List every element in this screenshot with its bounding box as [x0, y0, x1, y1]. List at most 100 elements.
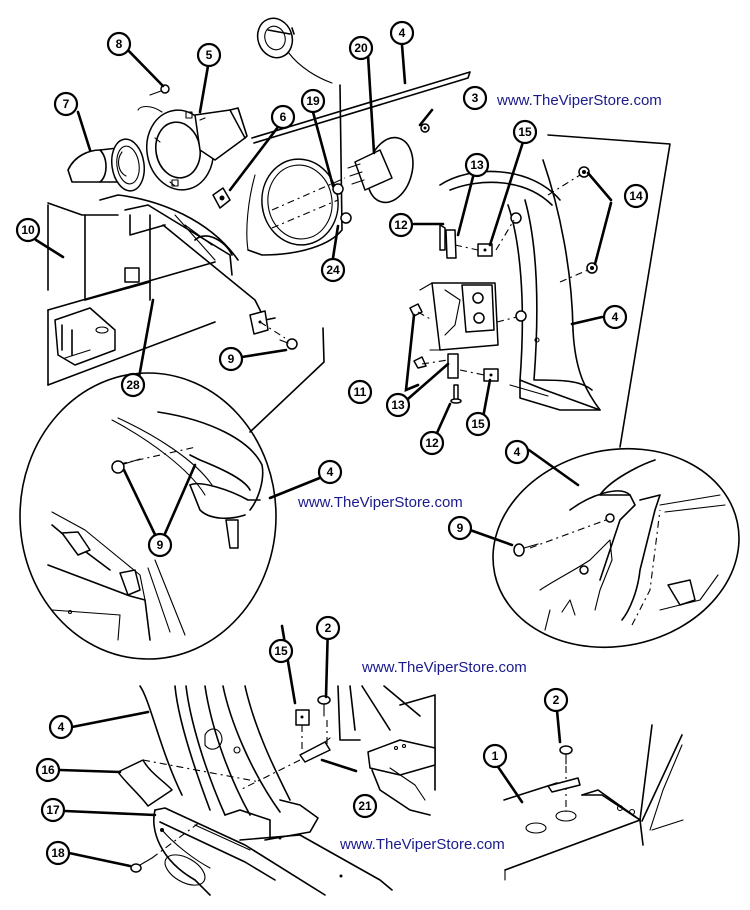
- svg-text:8: 8: [116, 37, 123, 51]
- callout-18[interactable]: 18: [45, 840, 71, 866]
- callout-9[interactable]: 9: [147, 532, 173, 558]
- svg-text:9: 9: [157, 538, 164, 552]
- callout-10[interactable]: 10: [15, 217, 41, 243]
- callout-17[interactable]: 17: [40, 797, 66, 823]
- svg-text:18: 18: [51, 846, 65, 860]
- callout-14[interactable]: 14: [623, 183, 649, 209]
- callout-21[interactable]: 21: [352, 793, 378, 819]
- callout-8[interactable]: 8: [106, 31, 132, 57]
- quarter-panel-4-upper: [246, 71, 471, 256]
- callout-20[interactable]: 20: [348, 35, 374, 61]
- callout-12[interactable]: 12: [388, 212, 414, 238]
- svg-text:19: 19: [306, 94, 320, 108]
- callout-24[interactable]: 24: [320, 257, 346, 283]
- detail-view-right: [492, 447, 740, 649]
- callout-2[interactable]: 2: [543, 687, 569, 713]
- svg-text:24: 24: [326, 263, 340, 277]
- svg-text:9: 9: [228, 352, 235, 366]
- svg-text:12: 12: [394, 218, 408, 232]
- fuel-door-opening: [261, 158, 352, 246]
- callout-4[interactable]: 4: [602, 304, 628, 330]
- callout-4[interactable]: 4: [389, 20, 415, 46]
- rear-bumper-section: [337, 685, 436, 816]
- plug-14: [547, 166, 598, 283]
- svg-text:14: 14: [629, 189, 643, 203]
- watermark-link[interactable]: www.TheViperStore.com: [497, 92, 662, 109]
- callout-1[interactable]: 1: [482, 743, 508, 769]
- callout-15[interactable]: 15: [465, 411, 491, 437]
- svg-text:11: 11: [354, 385, 367, 399]
- callout-9[interactable]: 9: [218, 346, 244, 372]
- detail-view-left: [19, 372, 277, 660]
- fuel-filler-housing-5: [137, 105, 248, 191]
- callout-3[interactable]: 3: [462, 85, 488, 111]
- svg-text:5: 5: [206, 48, 213, 62]
- latch-striker-assembly: [409, 212, 527, 404]
- callout-4[interactable]: 4: [504, 439, 530, 465]
- clip-6: [212, 187, 231, 209]
- svg-text:20: 20: [354, 41, 368, 55]
- svg-text:4: 4: [612, 310, 619, 324]
- callout-11[interactable]: 11: [347, 379, 373, 405]
- callout-7[interactable]: 7: [53, 91, 79, 117]
- callout-2[interactable]: 2: [315, 615, 341, 641]
- watermark-link[interactable]: www.TheViperStore.com: [298, 494, 463, 511]
- svg-text:3: 3: [472, 91, 479, 105]
- callout-4[interactable]: 4: [317, 459, 343, 485]
- svg-text:9: 9: [457, 521, 464, 535]
- callout-5[interactable]: 5: [196, 42, 222, 68]
- callout-15[interactable]: 15: [268, 638, 294, 664]
- pad-16: [117, 759, 173, 807]
- detail-bracket-left: [249, 327, 325, 433]
- svg-text:15: 15: [471, 417, 485, 431]
- tail-panel-1: [503, 724, 684, 881]
- watermark-link[interactable]: www.TheViperStore.com: [362, 659, 527, 676]
- svg-text:15: 15: [274, 644, 288, 658]
- nut-3: [420, 123, 430, 133]
- svg-text:12: 12: [425, 436, 439, 450]
- callout-9[interactable]: 9: [447, 515, 473, 541]
- svg-text:4: 4: [399, 26, 406, 40]
- svg-text:17: 17: [46, 803, 60, 817]
- svg-text:2: 2: [325, 621, 332, 635]
- svg-text:4: 4: [514, 445, 521, 459]
- callout-15[interactable]: 15: [512, 119, 538, 145]
- rear-body-structure: [47, 194, 298, 386]
- callout-6[interactable]: 6: [270, 104, 296, 130]
- svg-text:4: 4: [58, 720, 65, 734]
- svg-text:10: 10: [21, 223, 35, 237]
- nut-15-bottom: [295, 709, 310, 755]
- callout-4[interactable]: 4: [48, 714, 74, 740]
- rocker-sill-assembly: [139, 685, 393, 896]
- screw-2-tail: [547, 745, 581, 812]
- callout-13[interactable]: 13: [464, 152, 490, 178]
- svg-text:2: 2: [553, 693, 560, 707]
- svg-text:15: 15: [518, 125, 532, 139]
- fuel-door-gasket-20: [347, 136, 414, 204]
- callout-12[interactable]: 12: [419, 430, 445, 456]
- svg-text:4: 4: [327, 465, 334, 479]
- svg-text:16: 16: [41, 763, 55, 777]
- callouts: 8 5 20 4 3 7 6 19 15 13 14 10 12 24 9 4 …: [15, 20, 649, 866]
- svg-text:13: 13: [470, 158, 484, 172]
- svg-text:21: 21: [358, 799, 372, 813]
- pad-16-locator: [142, 759, 261, 783]
- callout-13[interactable]: 13: [385, 392, 411, 418]
- callout-19[interactable]: 19: [300, 88, 326, 114]
- screw-18: [130, 821, 201, 873]
- bracket-21: [239, 737, 331, 791]
- svg-text:1: 1: [492, 749, 499, 763]
- fuel-filler-neck-7: [67, 138, 146, 192]
- svg-text:13: 13: [391, 398, 405, 412]
- quarter-panel-4-arch: [439, 159, 601, 411]
- callout-16[interactable]: 16: [35, 757, 61, 783]
- callout-28[interactable]: 28: [120, 372, 146, 398]
- screw-2-bottom: [317, 695, 331, 744]
- svg-text:7: 7: [63, 97, 70, 111]
- fuel-cap: [256, 17, 333, 84]
- screw-8: [149, 84, 170, 96]
- watermark-link[interactable]: www.TheViperStore.com: [340, 836, 505, 853]
- detail-bracket-right: [547, 134, 671, 448]
